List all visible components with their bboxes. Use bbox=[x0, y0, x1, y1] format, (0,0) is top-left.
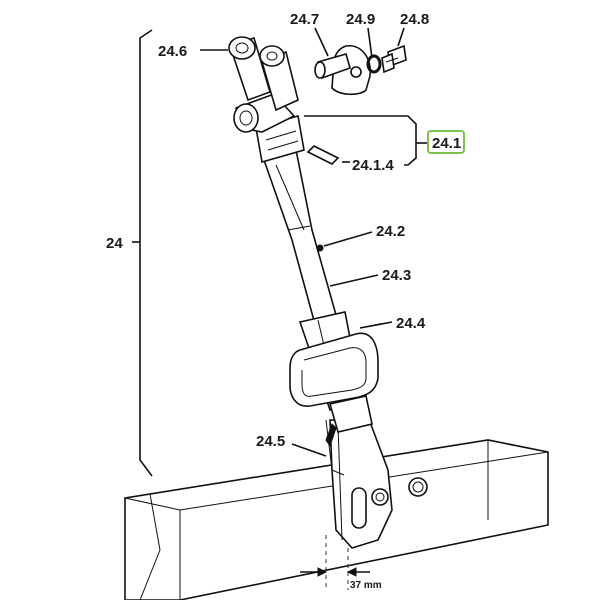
label-24-3: 24.3 bbox=[382, 267, 411, 284]
dimension-label: 37 mm bbox=[350, 580, 382, 591]
label-24-2: 24.2 bbox=[376, 223, 405, 240]
mounting-bracket bbox=[325, 419, 393, 549]
leader-lines bbox=[132, 27, 428, 477]
dimension-37mm: 37 mm bbox=[300, 535, 382, 591]
bolt-24-7-part bbox=[314, 45, 371, 96]
bolt-24-8-part bbox=[381, 44, 407, 74]
upper-coupling-head bbox=[228, 36, 305, 164]
rod-lower-end bbox=[325, 395, 373, 476]
label-24-5: 24.5 bbox=[256, 433, 285, 450]
label-24-8: 24.8 bbox=[400, 11, 429, 28]
label-24-1-highlight[interactable]: 24.1 bbox=[427, 130, 465, 154]
u-clamp bbox=[289, 332, 379, 407]
label-24-4: 24.4 bbox=[396, 315, 426, 332]
label-24-7: 24.7 bbox=[290, 11, 319, 28]
label-24: 24 bbox=[106, 235, 123, 252]
label-24-6: 24.6 bbox=[158, 43, 187, 60]
label-24-9: 24.9 bbox=[346, 11, 375, 28]
label-24-1: 24.1 bbox=[432, 135, 461, 152]
pin-24-1-4-part bbox=[306, 145, 340, 165]
label-24-1-4: 24.1.4 bbox=[352, 157, 394, 174]
washer-24-9-part bbox=[366, 54, 382, 74]
